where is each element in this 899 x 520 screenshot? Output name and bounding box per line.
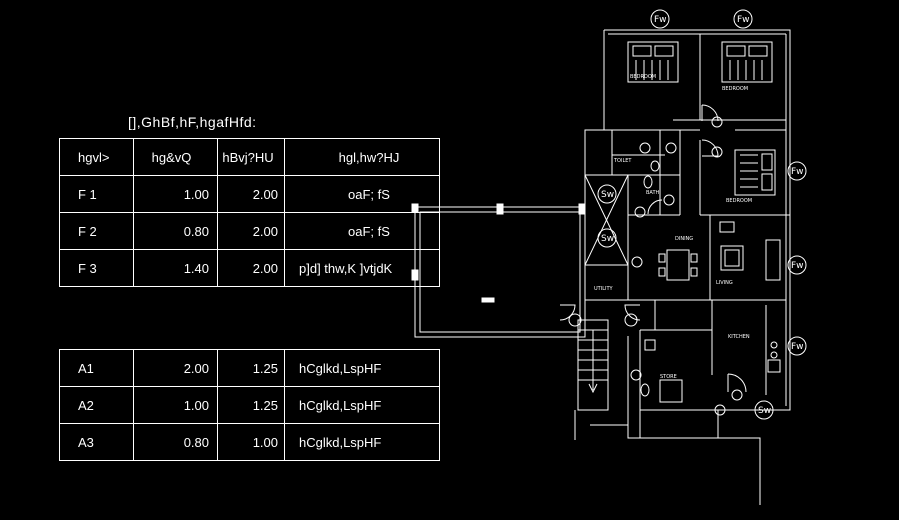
window-tag: Fw bbox=[787, 161, 807, 181]
table-cell: 0.80 bbox=[133, 423, 218, 461]
table-cell: hCglkd,LspHF bbox=[284, 423, 440, 461]
room-label: BATH bbox=[646, 190, 660, 196]
room-label: TOILET bbox=[613, 158, 632, 164]
room-label: DINING bbox=[675, 236, 693, 242]
table-row: F 3 1.40 2.00 p]d] thw,K ]vtjdK bbox=[59, 249, 440, 287]
table-cell: oaF; fS bbox=[284, 212, 440, 250]
terrace-outline bbox=[411, 203, 586, 338]
window-tag: Fw bbox=[733, 9, 753, 29]
window-tag: Sw bbox=[597, 184, 617, 204]
bed-icon bbox=[721, 41, 773, 83]
table-row: A3 0.80 1.00 hCglkd,LspHF bbox=[59, 423, 440, 461]
bed-icon bbox=[734, 149, 776, 196]
header-cell: hgl,hw?HJ bbox=[284, 138, 440, 176]
sofa-icon bbox=[719, 221, 781, 281]
window-tag: Fw bbox=[787, 336, 807, 356]
table-header-row: hgvl> hg&vQ hBvj?HU hgl,hw?HJ bbox=[59, 138, 440, 176]
window-tag-label: Fw bbox=[791, 167, 804, 177]
window-tag-label: Fw bbox=[737, 15, 750, 25]
table-cell: 2.00 bbox=[217, 212, 285, 250]
header-cell: hBvj?HU bbox=[217, 138, 285, 176]
window-tag-label: Sw bbox=[758, 406, 771, 416]
table-cell: F 3 bbox=[59, 249, 134, 287]
bed-icon bbox=[627, 41, 679, 83]
building-outline bbox=[574, 29, 791, 505]
window-tag-label: Fw bbox=[791, 261, 804, 271]
room-labels: BEDROOM BEDROOM BEDROOM TOILET BATH DINI… bbox=[594, 74, 752, 380]
door-swing bbox=[559, 104, 747, 393]
schedule-title: [],GhBf,hF,hgafHfd: bbox=[128, 114, 257, 130]
table-cell: 1.00 bbox=[217, 423, 285, 461]
window-tag-label: Fw bbox=[791, 342, 804, 352]
table-cell: p]d] thw,K ]vtjdK bbox=[284, 249, 440, 287]
window-tag: Sw bbox=[754, 400, 774, 420]
room-label: STORE bbox=[660, 374, 677, 380]
window-tag-label: Fw bbox=[654, 15, 667, 25]
table-cell: 1.40 bbox=[133, 249, 218, 287]
header-cell: hgvl> bbox=[59, 138, 134, 176]
table-cell: 1.25 bbox=[217, 349, 285, 387]
room-label: BEDROOM bbox=[630, 74, 656, 80]
opening-schedule-table: A1 2.00 1.25 hCglkd,LspHF A2 1.00 1.25 h… bbox=[59, 349, 440, 461]
window-tag-label: Sw bbox=[601, 190, 614, 200]
window-tag-label: Sw bbox=[601, 234, 614, 244]
header-cell: hg&vQ bbox=[133, 138, 218, 176]
room-label: UTILITY bbox=[594, 286, 614, 292]
table-row: A1 2.00 1.25 hCglkd,LspHF bbox=[59, 349, 440, 387]
table-cell: 0.80 bbox=[133, 212, 218, 250]
door-tag bbox=[568, 116, 743, 416]
table-cell: 2.00 bbox=[217, 249, 285, 287]
door-window-schedule-table: hgvl> hg&vQ hBvj?HU hgl,hw?HJ F 1 1.00 2… bbox=[59, 138, 440, 287]
room-label: BEDROOM bbox=[722, 86, 748, 92]
window-tag: Fw bbox=[650, 9, 670, 29]
room-label: LIVING bbox=[716, 280, 733, 286]
table-cell: hCglkd,LspHF bbox=[284, 349, 440, 387]
toilet-fixture-icon bbox=[640, 160, 683, 403]
table-cell: A3 bbox=[59, 423, 134, 461]
window-tag: Fw bbox=[787, 255, 807, 275]
room-label: KITCHEN bbox=[728, 334, 750, 340]
dining-table-icon bbox=[658, 249, 698, 281]
table-row: F 1 1.00 2.00 oaF; fS bbox=[59, 175, 440, 213]
table-cell: 1.00 bbox=[133, 386, 218, 424]
room-label: BEDROOM bbox=[726, 198, 752, 204]
kitchen-counter-icon bbox=[765, 305, 781, 395]
table-cell: 2.00 bbox=[217, 175, 285, 213]
table-row: A2 1.00 1.25 hCglkd,LspHF bbox=[59, 386, 440, 424]
window-tag: Sw bbox=[597, 228, 617, 248]
